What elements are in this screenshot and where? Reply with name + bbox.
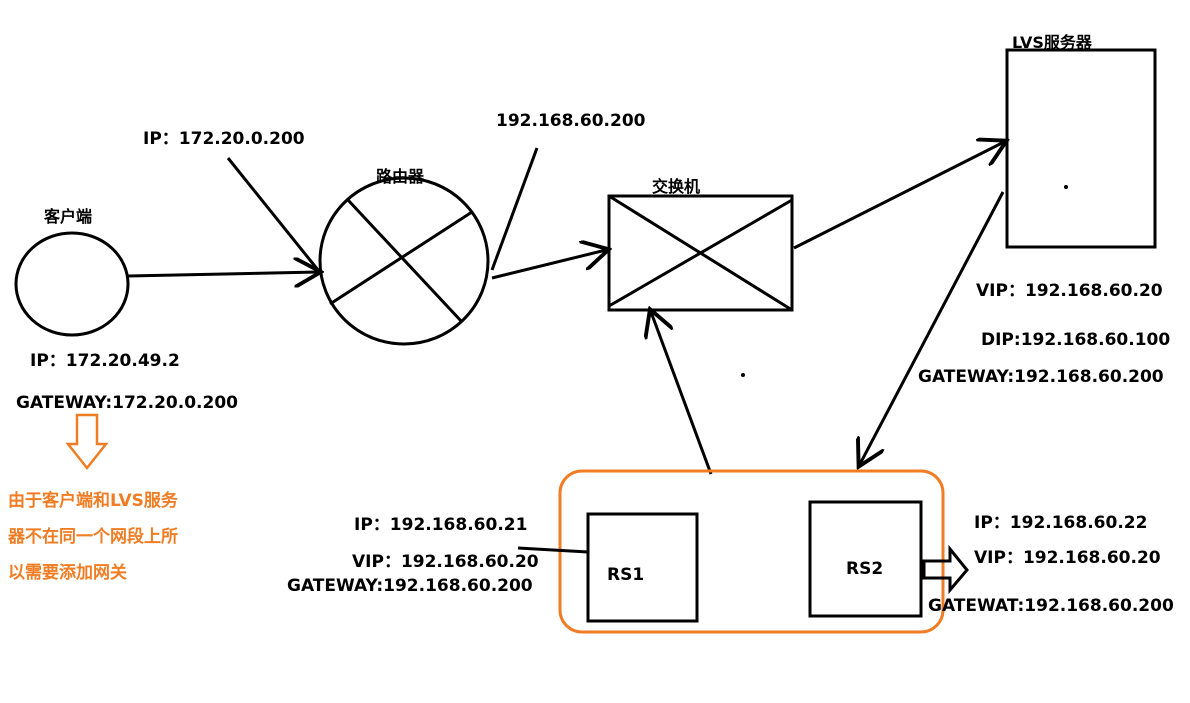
rs1-label: RS1 [607,565,644,585]
note-line-1: 由于客户端和LVS服务 [8,490,179,511]
rs2-node: RS2 IP：192.168.60.22 VIP：192.168.60.20 G… [808,500,1174,618]
router-label: 路由器 [376,167,425,186]
rs1-gateway: GATEWAY:192.168.60.200 [287,576,533,596]
client-gateway: GATEWAY:172.20.0.200 [16,393,238,413]
switch-node: 交换机 [607,177,794,312]
rs2-vip: VIP：192.168.60.20 [974,548,1161,568]
lvs-node: LVS服务器 VIP：192.168.60.20 DIP:192.168.60.… [918,33,1170,387]
router-lan-ip: 192.168.60.200 [496,111,646,131]
note-line-2: 器不在同一个网段上所 [7,526,178,547]
lvs-vip: VIP：192.168.60.20 [976,281,1163,301]
router-switch-link [491,250,606,280]
client-node: 客户端 IP：172.20.49.2 GATEWAY:172.20.0.200 [14,207,238,413]
router-node: 路由器 IP：172.20.0.200 192.168.60.200 [143,111,646,346]
router-wan-ip: IP：172.20.0.200 [143,129,305,149]
down-arrow-icon [65,413,109,471]
rs2-label: RS2 [846,559,883,579]
switch-lvs-link [793,142,1004,250]
client-router-link [127,272,318,276]
rs1-vip: VIP：192.168.60.20 [352,552,539,572]
lvs-label: LVS服务器 [1012,33,1093,52]
lvs-gateway: GATEWAY:192.168.60.200 [918,367,1164,387]
client-ip: IP：172.20.49.2 [30,351,180,371]
router-lan-ip-pointer [490,147,539,271]
stray-dot [741,373,745,377]
lvs-rs-link [860,191,1005,464]
rs1-node: RS1 IP：192.168.60.21 VIP：192.168.60.20 G… [287,512,699,623]
switch-label: 交换机 [652,177,700,196]
real-server-group [558,469,945,634]
router-wan-ip-pointer [226,157,320,271]
lvs-dip: DIP:192.168.60.100 [981,330,1170,350]
note-line-3: 以需要添加网关 [8,562,127,583]
client-label: 客户端 [44,207,92,226]
rs-switch-link [651,312,713,475]
rs1-ip: IP：192.168.60.21 [354,515,527,535]
rs2-ip: IP：192.168.60.22 [974,513,1147,533]
rs2-gateway: GATEWAT:192.168.60.200 [928,596,1174,616]
right-arrow-icon [922,544,969,595]
gateway-note: 由于客户端和LVS服务 器不在同一个网段上所 以需要添加网关 [7,413,179,583]
